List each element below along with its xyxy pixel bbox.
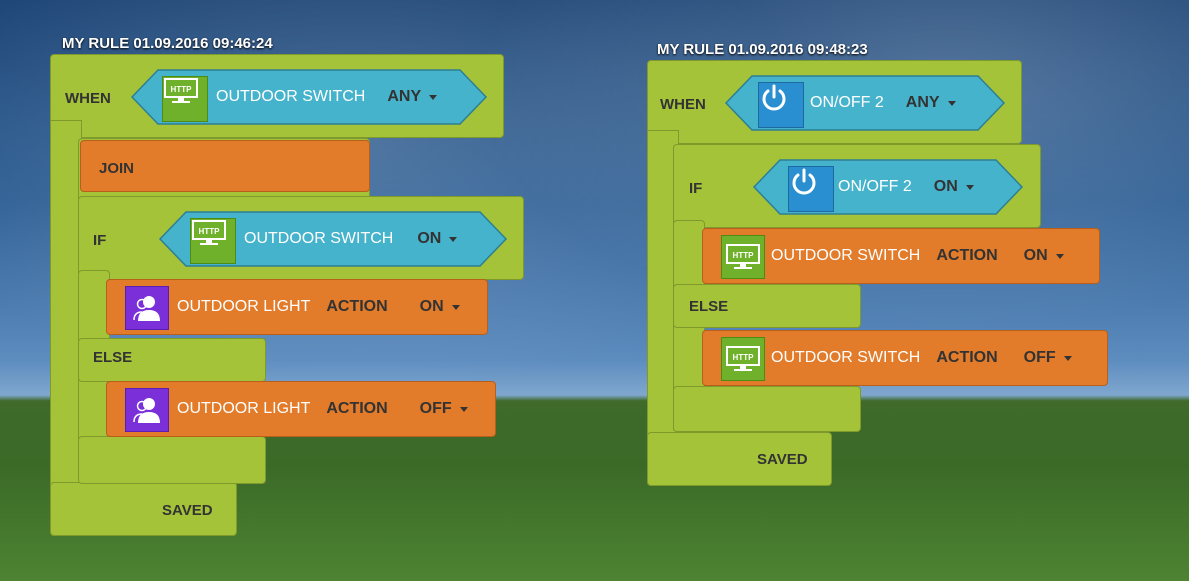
state-dropdown[interactable]: ANY bbox=[906, 94, 956, 112]
else-label: ELSE bbox=[689, 298, 729, 315]
http-monitor-icon: HTTP bbox=[190, 218, 236, 264]
state-dropdown[interactable]: OFF bbox=[420, 400, 468, 418]
if-label: IF bbox=[689, 180, 703, 197]
action-label: ACTION bbox=[326, 298, 388, 315]
if-block-footer bbox=[673, 386, 861, 432]
device-name: OUTDOOR LIGHT bbox=[177, 298, 311, 315]
if-device-block[interactable]: ON/OFF 2 ON bbox=[752, 158, 1024, 216]
state-dropdown[interactable]: ANY bbox=[387, 88, 438, 106]
svg-text:HTTP: HTTP bbox=[733, 251, 755, 260]
chevron-down-icon bbox=[947, 100, 956, 106]
http-monitor-icon: HTTP bbox=[721, 235, 765, 279]
chevron-down-icon bbox=[449, 236, 458, 242]
saved-status: SAVED bbox=[162, 502, 213, 519]
rule-block-footer[interactable] bbox=[50, 482, 237, 536]
action-label: ACTION bbox=[936, 247, 998, 264]
action-label: ACTION bbox=[326, 400, 388, 417]
then-action-block[interactable]: HTTP OUTDOOR SWITCH ACTION ON bbox=[702, 228, 1100, 284]
chevron-down-icon bbox=[1055, 253, 1064, 259]
person-icon bbox=[125, 286, 169, 330]
else-block[interactable] bbox=[673, 284, 861, 328]
state-value: ON bbox=[933, 178, 958, 195]
join-label: JOIN bbox=[99, 160, 135, 177]
svg-text:HTTP: HTTP bbox=[171, 85, 193, 94]
http-monitor-icon: HTTP bbox=[721, 337, 765, 381]
if-label: IF bbox=[93, 232, 107, 249]
state-dropdown[interactable]: ON bbox=[934, 178, 974, 196]
chevron-down-icon bbox=[429, 94, 438, 100]
device-name: OUTDOOR SWITCH bbox=[216, 88, 366, 105]
rule-title: MY RULE 01.09.2016 09:48:23 bbox=[657, 41, 868, 58]
chevron-down-icon bbox=[1063, 355, 1072, 361]
rule-block-spine bbox=[50, 120, 82, 536]
else-action-block[interactable]: HTTP OUTDOOR SWITCH ACTION OFF bbox=[702, 330, 1108, 386]
when-device-block[interactable]: ON/OFF 2 ANY bbox=[724, 74, 1006, 132]
device-name: ON/OFF 2 bbox=[810, 94, 884, 111]
device-name: ON/OFF 2 bbox=[838, 178, 912, 195]
action-label: ACTION bbox=[936, 349, 998, 366]
else-action-block[interactable]: OUTDOOR LIGHT ACTION OFF bbox=[106, 381, 496, 437]
then-action-block[interactable]: OUTDOOR LIGHT ACTION ON bbox=[106, 279, 488, 335]
state-dropdown[interactable]: ON bbox=[1024, 247, 1064, 265]
state-value: OFF bbox=[419, 400, 452, 417]
device-name: OUTDOOR LIGHT bbox=[177, 400, 311, 417]
state-value: ON bbox=[417, 230, 442, 247]
svg-text:HTTP: HTTP bbox=[199, 227, 221, 236]
join-block[interactable] bbox=[80, 140, 370, 192]
device-name: OUTDOOR SWITCH bbox=[771, 247, 921, 264]
else-block[interactable] bbox=[78, 338, 266, 382]
when-label: WHEN bbox=[65, 90, 111, 107]
chevron-down-icon bbox=[459, 406, 468, 412]
http-monitor-icon: HTTP bbox=[162, 76, 208, 122]
if-device-block[interactable]: HTTP OUTDOOR SWITCH ON bbox=[158, 210, 508, 268]
person-icon bbox=[125, 388, 169, 432]
power-icon bbox=[788, 166, 834, 212]
when-label: WHEN bbox=[660, 96, 706, 113]
saved-status: SAVED bbox=[757, 451, 808, 468]
svg-text:HTTP: HTTP bbox=[733, 353, 755, 362]
device-name: OUTDOOR SWITCH bbox=[244, 230, 394, 247]
state-dropdown[interactable]: OFF bbox=[1024, 349, 1072, 367]
power-icon bbox=[758, 82, 804, 128]
chevron-down-icon bbox=[451, 304, 460, 310]
else-label: ELSE bbox=[93, 349, 133, 366]
state-value: ON bbox=[419, 298, 444, 315]
device-name: OUTDOOR SWITCH bbox=[771, 349, 921, 366]
state-dropdown[interactable]: ON bbox=[417, 230, 458, 248]
chevron-down-icon bbox=[965, 184, 974, 190]
rule-title: MY RULE 01.09.2016 09:46:24 bbox=[62, 35, 273, 52]
state-value: ANY bbox=[905, 94, 940, 111]
state-value: ON bbox=[1023, 247, 1048, 264]
rule-block-footer[interactable] bbox=[647, 432, 832, 486]
state-value: ANY bbox=[387, 88, 422, 105]
state-value: OFF bbox=[1023, 349, 1056, 366]
state-dropdown[interactable]: ON bbox=[420, 298, 460, 316]
when-device-block[interactable]: HTTP OUTDOOR SWITCH ANY bbox=[130, 68, 488, 126]
if-block-footer bbox=[78, 436, 266, 484]
